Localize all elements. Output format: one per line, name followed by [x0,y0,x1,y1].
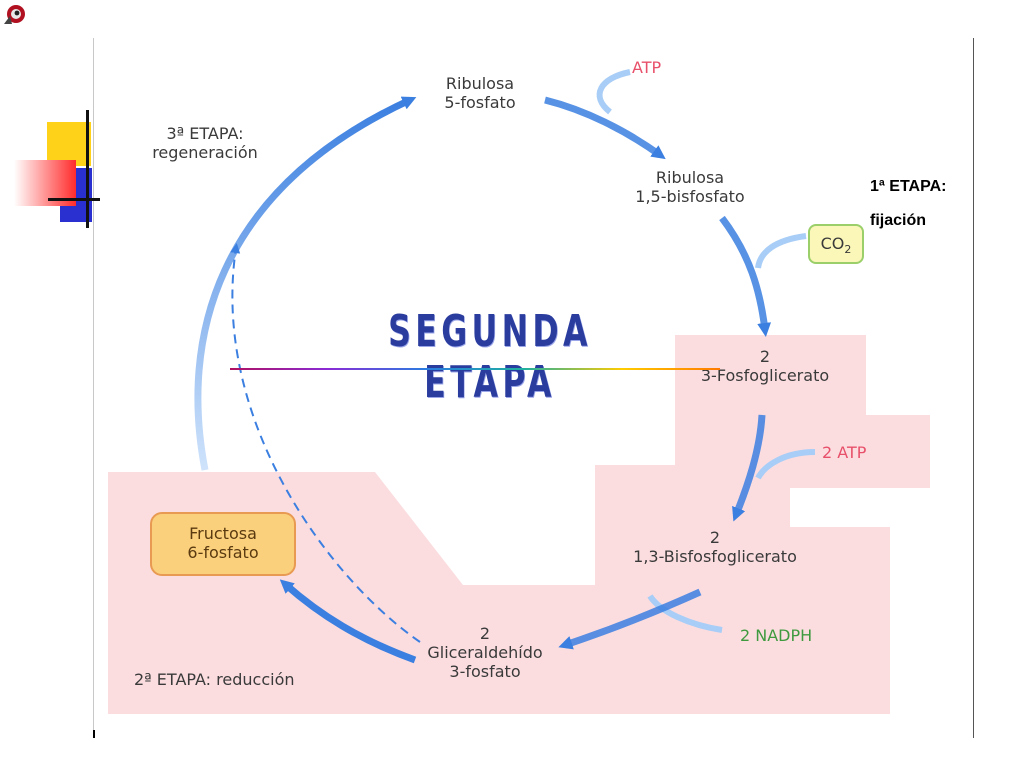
title-underline [230,368,720,370]
regeneration-arrow [194,96,417,471]
fructosa-box [150,512,296,576]
co2-box [808,224,864,264]
frame-right-border [973,38,974,738]
ribulosa-to-bisfosfato-arrow [544,96,666,160]
dashed-return-arrow [230,243,421,643]
decorative-squares [14,110,100,228]
reduction-region [108,335,930,714]
nadph-label: 2 NADPH [740,626,813,645]
atp-input-arrow [596,69,631,115]
stage1-label: 1ª ETAPA:fijación [870,178,947,229]
co2-label: CO2 [820,234,852,257]
fosfoglicerato-to-bisfosfoglicerato-arrow [732,414,766,522]
co2-input-arrow [755,233,807,269]
atp2-label: 2 ATP [822,443,867,462]
slide-title: SEGUNDA ETAPA [388,306,592,408]
bisfosfato-to-fosfoglicerato-arrow [719,215,772,337]
frame-left-border [93,38,94,738]
gliceraldehido-to-fructosa-arrow [279,579,417,664]
nadph-input-arrow [647,594,723,633]
stage2-label: 2ª ETAPA: reducción [134,670,295,689]
stage3-label: 3ª ETAPA:regeneración [152,124,258,162]
atp2-input-arrow [755,449,816,480]
atp-label: ATP [632,58,662,77]
bisfosfoglicerato-to-gliceraldehido-arrow [558,588,702,650]
slide-logo-icon [4,5,25,24]
frame-tick [93,730,95,738]
